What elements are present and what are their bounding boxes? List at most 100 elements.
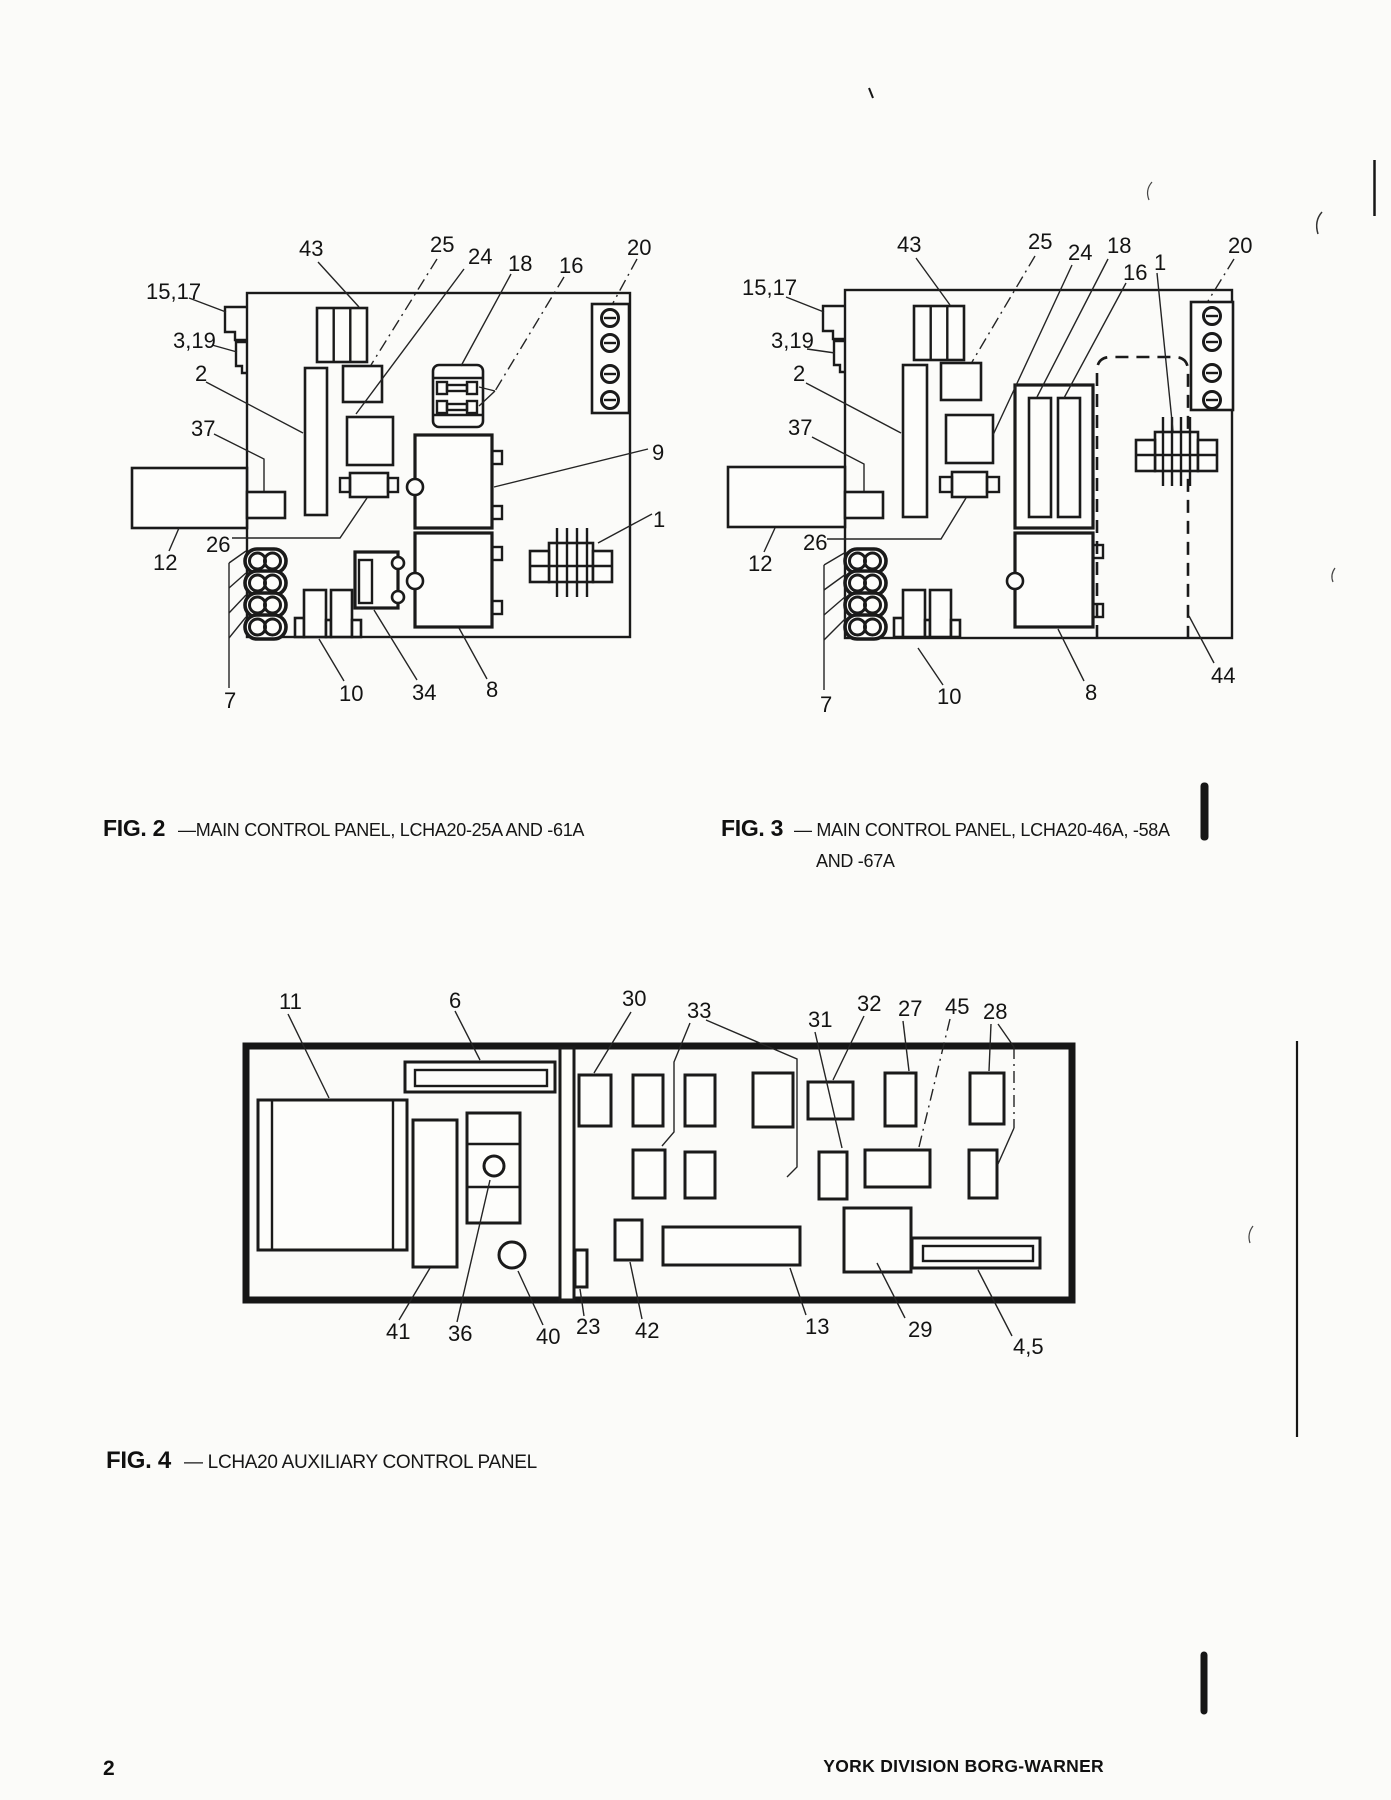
fig3-label-25: 25 — [1028, 229, 1052, 254]
fig2-label-9: 9 — [652, 440, 664, 465]
fig4-labels: 11 6 30 33 32 31 27 45 28 41 36 40 23 42… — [279, 986, 1044, 1359]
fig4-component-29 — [842, 1206, 913, 1274]
fig3-square-24 — [944, 413, 995, 465]
fig3-label-20: 20 — [1228, 233, 1252, 258]
fig2-relay-8 — [405, 531, 504, 629]
fig3-dashed-option-area-44 — [1095, 355, 1190, 638]
fig2-bar-2 — [303, 366, 329, 517]
fig3-bar-2 — [901, 363, 929, 519]
scan-artifacts — [868, 87, 1376, 1715]
fig4-component-28a — [968, 1071, 1006, 1126]
fig2-panel-outline — [130, 291, 632, 639]
fig3-connector-15-17 — [821, 304, 845, 341]
fig4-label-40: 40 — [536, 1324, 560, 1349]
fig3-label-15-17: 15,17 — [742, 275, 797, 300]
fig2-connector-3-19 — [234, 340, 247, 375]
fig2-terminals-10 — [293, 588, 363, 639]
fig2-transformer-1 — [528, 528, 614, 597]
fig4-bar-41 — [411, 1118, 459, 1269]
fig3-components — [843, 300, 1235, 641]
fig4-label-45: 45 — [945, 994, 969, 1019]
fig4-recorder-window-11 — [256, 1098, 409, 1252]
scan-artifact-paren-4 — [1248, 1225, 1254, 1244]
fig3-terminals-10 — [892, 588, 962, 639]
fig2-square-24 — [345, 415, 395, 467]
fig4-diagram: 11 6 30 33 32 31 27 45 28 41 36 40 23 42… — [242, 986, 1076, 1359]
fig2-component-34 — [353, 550, 406, 610]
fig2-square-25 — [341, 364, 384, 404]
fig2-junction-box-12 — [130, 466, 249, 530]
fig4-component-30 — [577, 1073, 613, 1128]
fig2-label-2: 2 — [195, 361, 207, 386]
fig2-caption-prefix: FIG. 2 — [103, 815, 165, 841]
fig4-component-33b — [683, 1073, 717, 1128]
fig4-caption-text: — LCHA20 AUXILIARY CONTROL PANEL — [184, 1452, 537, 1473]
fig3-label-16: 16 — [1123, 260, 1147, 285]
fig3-contactor-block-16-18 — [1013, 383, 1095, 530]
fig4-label-36: 36 — [448, 1321, 472, 1346]
fig4-button-40 — [497, 1240, 527, 1270]
fig4-component-27 — [883, 1071, 918, 1128]
fig2-labels: 43 25 24 18 16 20 15,17 3,19 2 37 12 26 … — [146, 232, 665, 713]
fig2-label-10: 10 — [339, 681, 363, 706]
fig2-label-25: 25 — [430, 232, 454, 257]
fig3-label-37: 37 — [788, 415, 812, 440]
fig4-component-31 — [817, 1150, 849, 1201]
scan-artifact-binding-mark-2 — [1200, 1651, 1208, 1715]
fig3-caption-prefix: FIG. 3 — [721, 815, 783, 841]
fig3-square-25 — [939, 361, 983, 402]
fig3-junction-box-12 — [726, 465, 847, 529]
footer: 2 YORK DIVISION BORG-WARNER — [103, 1756, 1104, 1780]
fig3-label-3-19: 3,19 — [771, 328, 814, 353]
fig2-label-15-17: 15,17 — [146, 279, 201, 304]
fig3-label-12: 12 — [748, 551, 772, 576]
fig4-component-23 — [573, 1248, 589, 1289]
fig2-label-3-19: 3,19 — [173, 328, 216, 353]
fig2-diagram: 43 25 24 18 16 20 15,17 3,19 2 37 12 26 … — [130, 232, 665, 713]
fig2-component-37 — [245, 490, 287, 520]
fig4-label-30: 30 — [622, 986, 646, 1011]
scan-artifact-paren-2 — [1146, 181, 1153, 201]
fig4-component-33d — [631, 1148, 667, 1200]
fig2-label-18: 18 — [508, 251, 532, 276]
fig2-label-12: 12 — [153, 550, 177, 575]
fig3-label-24: 24 — [1068, 240, 1092, 265]
fig4-component-28b — [967, 1148, 999, 1200]
fig3-coils-7 — [843, 547, 888, 641]
fig4-label-29: 29 — [908, 1317, 932, 1342]
fig3-terminal-strip-20 — [1189, 300, 1235, 412]
page-number: 2 — [103, 1757, 115, 1780]
fig3-connector-3-19 — [832, 339, 845, 374]
fig3-label-10: 10 — [937, 684, 961, 709]
fig4-label-11: 11 — [279, 989, 302, 1014]
fig2-terminal-strip-20 — [590, 302, 631, 415]
fig2-relay-9 — [405, 433, 504, 530]
scan-artifact-paren-1 — [1315, 211, 1323, 235]
fig2-leader-lines — [168, 258, 653, 688]
fig4-slot-6 — [403, 1060, 557, 1094]
footer-publisher: YORK DIVISION BORG-WARNER — [823, 1756, 1104, 1776]
fig2-label-43: 43 — [299, 236, 323, 261]
fig3-transformer-1 — [1134, 417, 1219, 486]
fig3-label-8: 8 — [1085, 680, 1097, 705]
fig4-label-6: 6 — [449, 988, 461, 1013]
fig4-component-45 — [863, 1148, 932, 1189]
fig3-panel-outline — [726, 288, 1234, 640]
fig4-component-13 — [661, 1225, 802, 1267]
fig2-label-1: 1 — [653, 507, 665, 532]
fig3-labels: 43 25 24 18 16 1 20 15,17 3,19 2 37 12 2… — [742, 229, 1252, 717]
fig4-slot-4-5 — [910, 1236, 1042, 1270]
fig4-component-42 — [613, 1218, 644, 1262]
fig3-relay-8 — [1005, 531, 1105, 629]
fig2-caption-text: —MAIN CONTROL PANEL, LCHA20-25A AND -61A — [178, 820, 584, 840]
fig4-label-4-5: 4,5 — [1013, 1334, 1044, 1359]
fig4-label-27: 27 — [898, 996, 922, 1021]
captions: FIG. 2 —MAIN CONTROL PANEL, LCHA20-25A A… — [103, 815, 1170, 1474]
fig2-fuse-block-43 — [315, 306, 369, 364]
fig4-switch-36 — [465, 1111, 522, 1225]
fig4-label-31: 31 — [808, 1007, 832, 1032]
fig4-label-41: 41 — [386, 1319, 410, 1344]
fig2-label-34: 34 — [412, 680, 436, 705]
